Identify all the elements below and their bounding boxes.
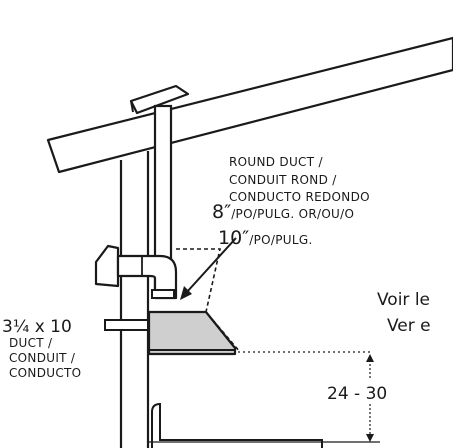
- rect-duct-label-fr: CONDUIT /: [9, 351, 76, 365]
- dimension-arrow-up: [366, 354, 374, 362]
- roof-cap: [129, 84, 190, 115]
- hood-alternate-outline: [176, 248, 241, 353]
- duct-size-10-units: /PO/PULG.: [249, 233, 312, 247]
- duct-size-8-units: /PO/PULG. OR/OU/O: [231, 207, 354, 221]
- duct-size-10: 10″/PO/PULG.: [218, 227, 313, 249]
- duct-size-8: 8″/PO/PULG. OR/OU/O: [212, 201, 354, 223]
- pointer-arrow-head: [180, 286, 192, 300]
- voir-text: Voir le: [377, 290, 430, 310]
- pointer-arrow-line: [185, 237, 237, 294]
- duct-size-10-num: 10″: [218, 227, 249, 249]
- rect-duct-label-es: CONDUCTO: [9, 366, 81, 380]
- rect-duct-label-en: DUCT /: [9, 336, 53, 350]
- height-range-label: 24 - 30: [327, 384, 387, 404]
- dimension-arrow-down: [366, 434, 374, 442]
- rectangular-duct-stub: [104, 319, 149, 331]
- duct-size-8-num: 8″: [212, 201, 231, 223]
- roof-cap-lip: [130, 100, 134, 113]
- range-hood: [147, 310, 237, 356]
- roof-rafter: [46, 36, 453, 174]
- round-duct-label-fr: CONDUIT ROND /: [229, 173, 337, 187]
- duct-collar: [151, 289, 175, 299]
- range-outline: [151, 402, 323, 448]
- round-duct-label-es: CONDUCTO REDONDO: [229, 190, 370, 204]
- ver-text: Ver e: [387, 316, 431, 336]
- wall-bracket: [94, 244, 120, 288]
- round-duct-label-en: ROUND DUCT /: [229, 155, 323, 169]
- rect-duct-size: 3¼ x 10: [2, 317, 72, 337]
